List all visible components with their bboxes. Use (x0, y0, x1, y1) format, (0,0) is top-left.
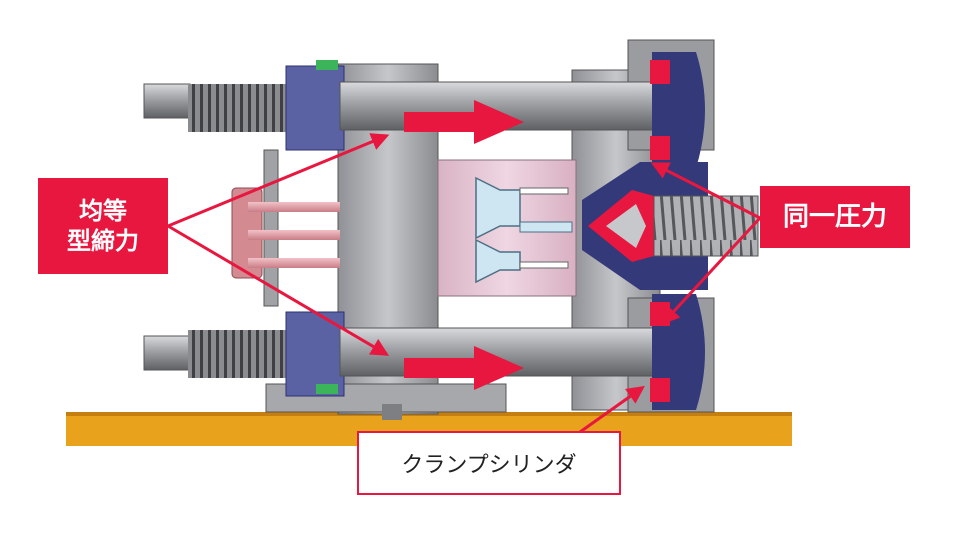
equal-clamp-force-label: 均等 型締力 (38, 178, 168, 274)
force-arrow-lower (404, 346, 524, 390)
injection-nozzle (582, 162, 759, 290)
label-line-2: 型締力 (67, 227, 139, 255)
label-text: 同一圧力 (782, 201, 887, 232)
mold (437, 159, 577, 297)
callout-lines (167, 133, 762, 434)
clamp-cylinder-label: クランプシリンダ (357, 431, 621, 495)
ejector-assembly (231, 149, 340, 307)
label-text: クランプシリンダ (401, 453, 577, 478)
label-line-1: 均等 (79, 197, 127, 225)
tie-bar-upper (143, 52, 705, 168)
same-pressure-label: 同一圧力 (760, 186, 910, 248)
force-arrow-upper (404, 100, 524, 144)
